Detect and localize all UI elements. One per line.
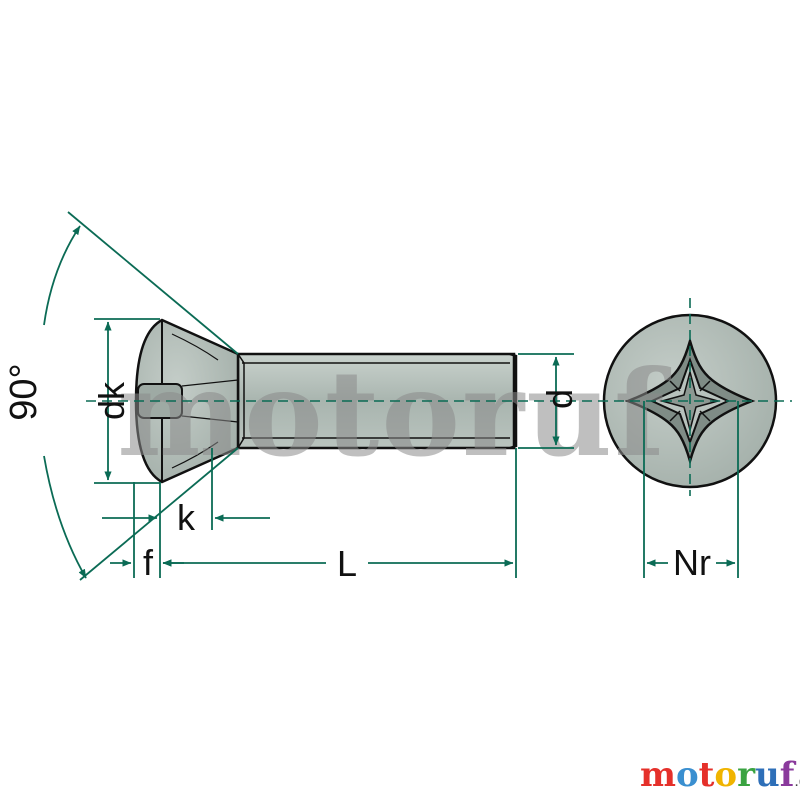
- L-label: L: [337, 543, 357, 584]
- brand-logo: motoruf.de: [640, 755, 800, 795]
- logo-letter: t: [699, 755, 715, 795]
- angle-label: 90°: [3, 363, 45, 420]
- logo-letter: u: [755, 755, 780, 795]
- logo-suffix: .de: [794, 773, 800, 790]
- logo-letter: m: [640, 755, 676, 795]
- angle-arc-lower: [43, 455, 87, 579]
- f-label: f: [143, 542, 154, 583]
- logo-letter: o: [714, 755, 737, 795]
- watermark-text: motoruf: [117, 344, 672, 483]
- angle-extension-upper: [67, 211, 239, 355]
- thread-end: [509, 352, 518, 450]
- center-lines: [86, 298, 792, 496]
- angle-arc-upper: [43, 225, 81, 326]
- d-label: d: [539, 389, 580, 409]
- logo-letter: f: [780, 755, 797, 795]
- dk-label: dk: [91, 381, 132, 420]
- logo-letter: r: [737, 755, 756, 795]
- k-label: k: [177, 497, 196, 538]
- logo-letter: o: [676, 755, 699, 795]
- Nr-label: Nr: [673, 542, 711, 583]
